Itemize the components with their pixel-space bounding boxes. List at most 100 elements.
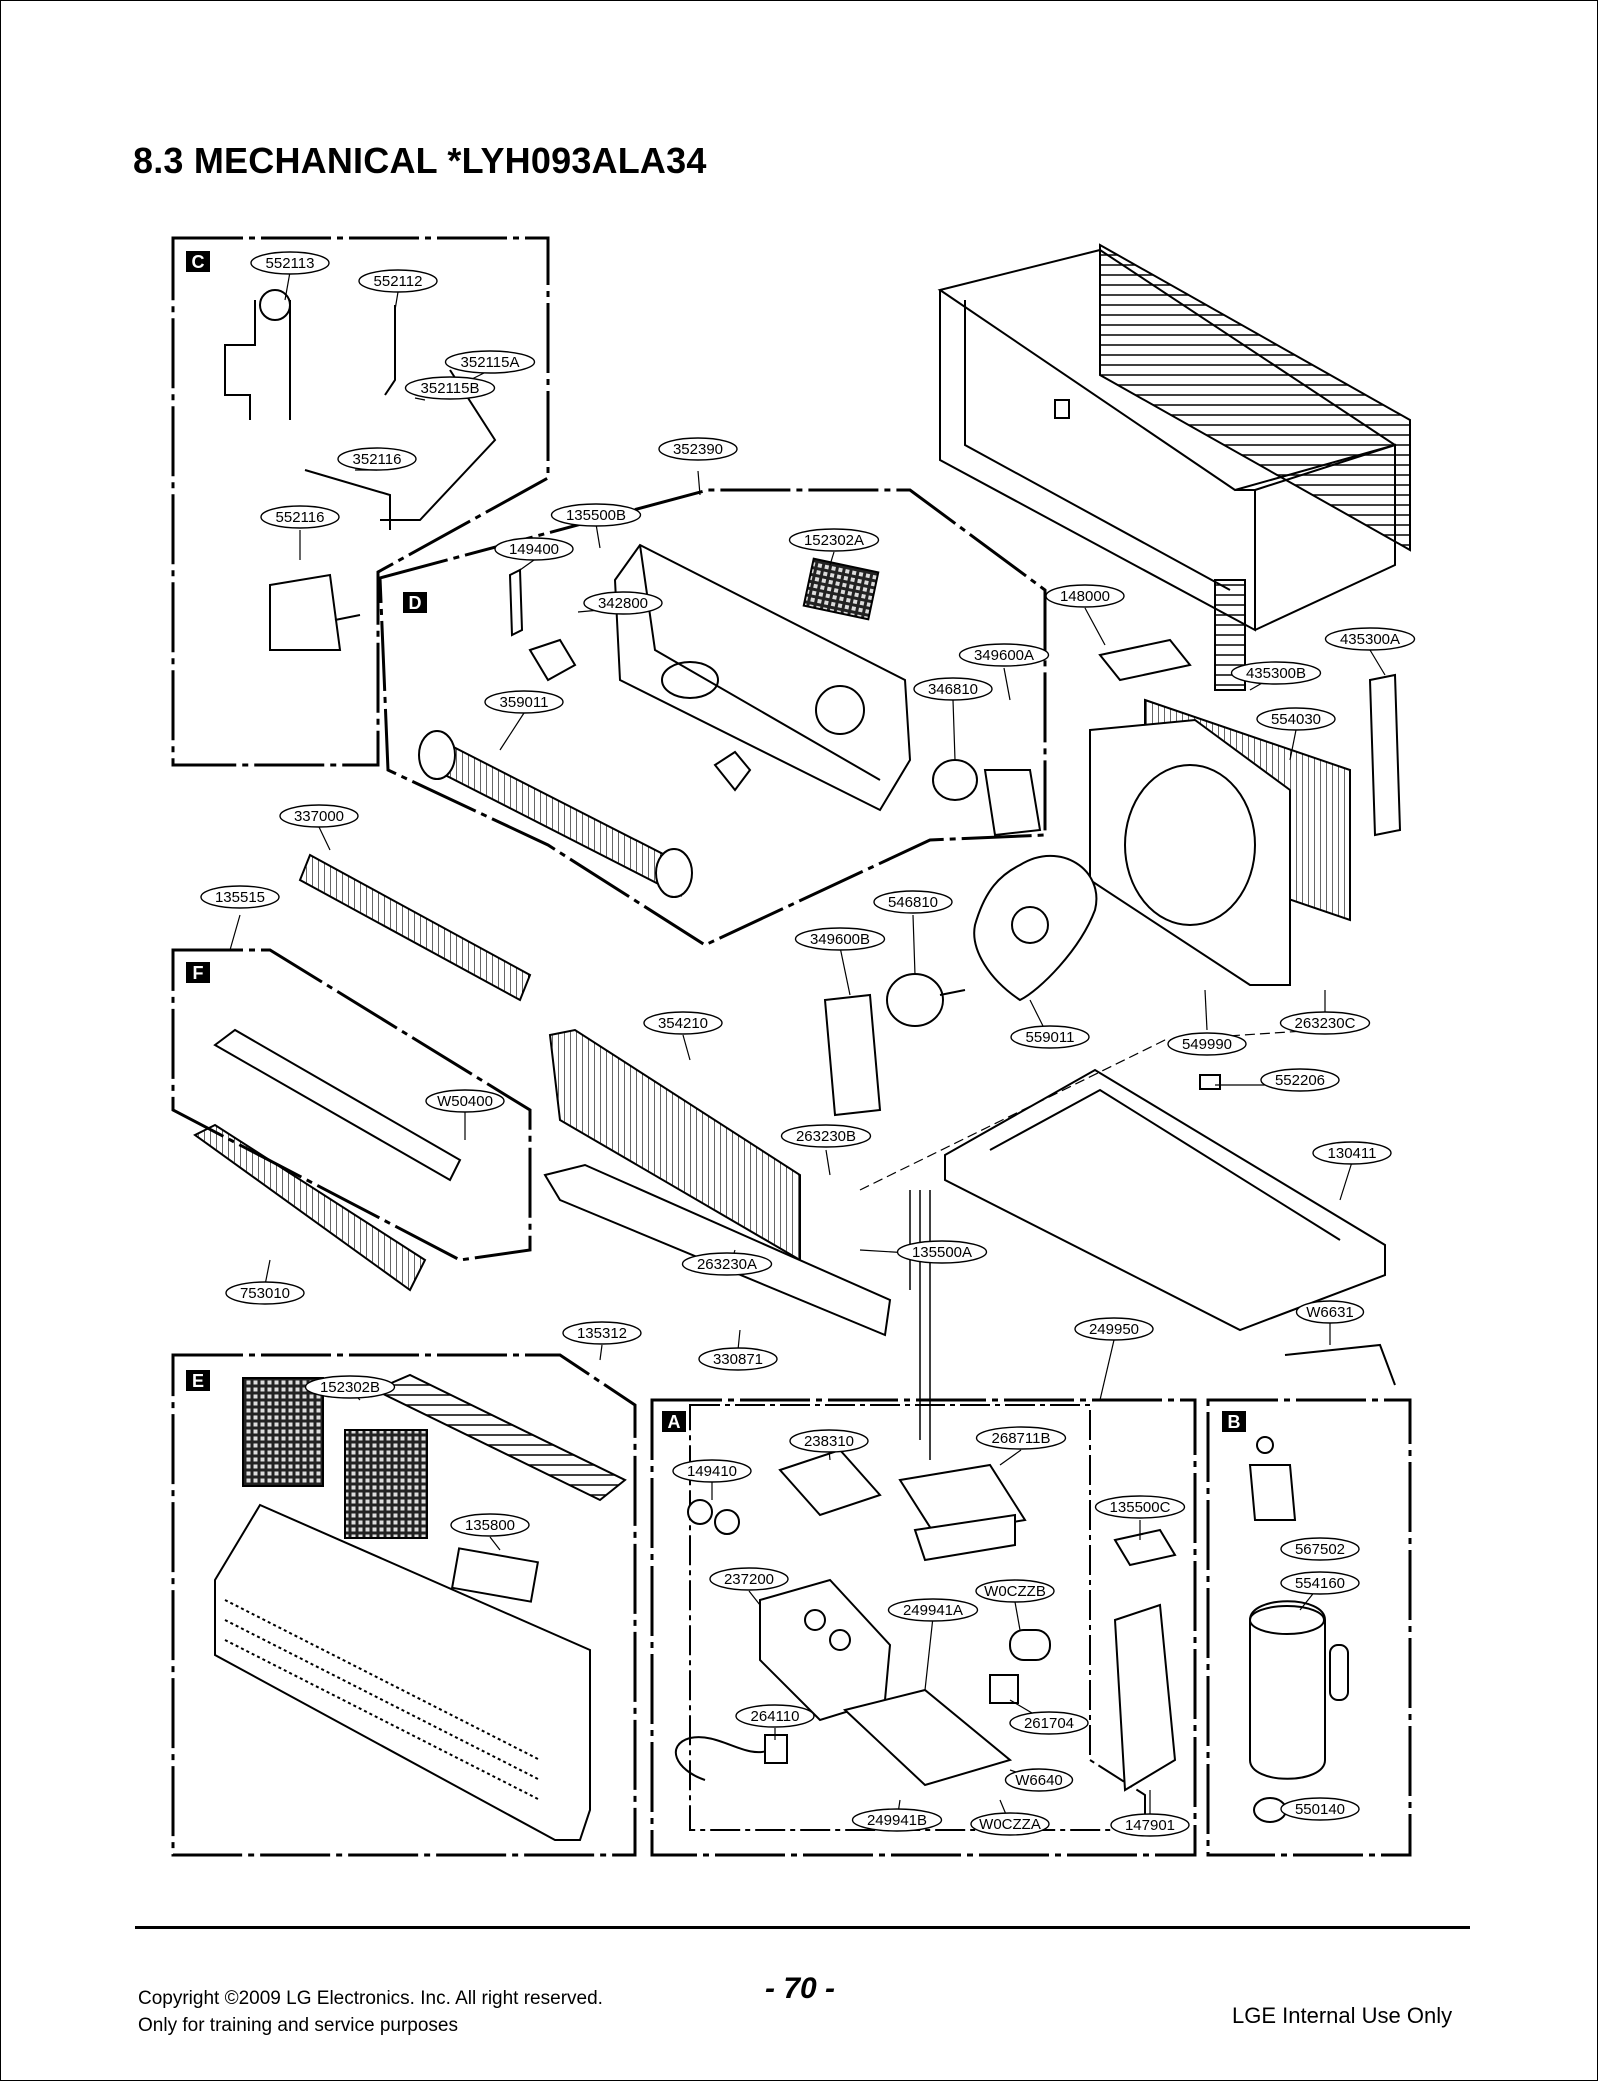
part-callout-label: 130411 xyxy=(1328,1145,1377,1162)
frame-section-c xyxy=(171,236,550,767)
part-callout-330871: 330871 xyxy=(698,1347,778,1371)
part-callout-263230b: 263230B xyxy=(780,1124,872,1148)
part-callout-label: 346810 xyxy=(928,681,978,698)
part-callout-label: 349600B xyxy=(810,931,870,948)
part-callout-552112: 552112 xyxy=(358,269,438,293)
internal-use-text: LGE Internal Use Only xyxy=(1232,2003,1453,2028)
frame-section-e xyxy=(171,1353,637,1857)
part-callout-label: 330871 xyxy=(713,1351,763,1368)
part-callout-554030: 554030 xyxy=(1256,707,1336,731)
part-callout-237200: 237200 xyxy=(709,1567,789,1591)
part-callout-label: W50400 xyxy=(437,1093,493,1110)
part-callout-label: 552116 xyxy=(276,509,325,526)
part-callout-249950: 249950 xyxy=(1074,1317,1154,1341)
part-callout-label: 567502 xyxy=(1295,1541,1345,1558)
part-callout-label: W6640 xyxy=(1015,1772,1063,1789)
part-callout-546810: 546810 xyxy=(873,890,953,914)
part-callout-w6631: W6631 xyxy=(1295,1300,1365,1324)
cross-flow-fan-drawing xyxy=(418,730,693,898)
svg-text:B: B xyxy=(1228,1412,1241,1432)
part-callout-263230a: 263230A xyxy=(681,1252,773,1276)
part-callout-label: 261704 xyxy=(1024,1715,1074,1732)
part-callout-249941a: 249941A xyxy=(887,1598,979,1622)
part-callout-label: 337000 xyxy=(294,808,344,825)
section-badge-e: E xyxy=(186,1370,210,1391)
part-callout-label: 359011 xyxy=(500,694,549,711)
part-callout-label: 552112 xyxy=(374,273,423,290)
part-callout-w0czza: W0CZZA xyxy=(970,1812,1050,1836)
part-callout-label: 249941A xyxy=(903,1602,963,1619)
part-callout-label: 152302A xyxy=(804,532,864,549)
filter-left-drawing xyxy=(242,1377,324,1487)
part-callout-559011: 559011 xyxy=(1010,1025,1090,1049)
part-callout-label: 554160 xyxy=(1295,1575,1345,1592)
compressor-drawing xyxy=(1249,1600,1349,1780)
part-callout-label: 249941B xyxy=(867,1812,927,1829)
part-callout-label: 342800 xyxy=(598,595,648,612)
part-callout-label: 352115A xyxy=(461,354,520,371)
part-callout-label: 149410 xyxy=(687,1463,737,1480)
part-callout-label: 549990 xyxy=(1182,1036,1232,1053)
part-callout-label: 264110 xyxy=(751,1708,800,1725)
part-callout-130411: 130411 xyxy=(1312,1141,1392,1165)
front-cover-drawing xyxy=(214,1503,591,1841)
copyright-text: Copyright ©2009 LG Electronics. Inc. All… xyxy=(138,1988,603,2009)
part-callout-435300a: 435300A xyxy=(1324,627,1416,651)
base-pan-drawing xyxy=(944,1068,1386,1332)
part-callout-264110: 264110 xyxy=(735,1704,815,1728)
page-title: 8.3 MECHANICAL *LYH093ALA34 xyxy=(133,140,707,181)
part-callout-label: W0CZZB xyxy=(984,1583,1046,1600)
filter-right-drawing xyxy=(344,1429,428,1539)
part-callout-label: W6631 xyxy=(1306,1304,1354,1321)
footer-rule xyxy=(135,1926,1470,1929)
part-callout-label: 237200 xyxy=(724,1571,774,1588)
part-callout-359011: 359011 xyxy=(484,690,564,714)
part-callout-label: 550140 xyxy=(1295,1801,1345,1818)
footer-left: Copyright ©2009 LG Electronics. Inc. All… xyxy=(138,1985,603,2039)
part-callout-354210: 354210 xyxy=(643,1011,723,1035)
part-callout-149400: 149400 xyxy=(494,537,574,561)
part-callout-135500b: 135500B xyxy=(550,503,642,527)
part-callout-label: 249950 xyxy=(1089,1321,1139,1338)
frame-section-f xyxy=(171,948,532,1262)
part-callout-552206: 552206 xyxy=(1260,1068,1340,1092)
frame-section-a xyxy=(650,1398,1197,1857)
part-callout-261704: 261704 xyxy=(1009,1711,1089,1735)
svg-text:D: D xyxy=(409,593,422,613)
part-callout-label: 148000 xyxy=(1060,588,1110,605)
fan-motor-d-drawing xyxy=(932,759,1042,837)
section-badge-d: D xyxy=(403,592,427,613)
frame-section-d xyxy=(378,488,1047,947)
part-callout-352115b: 352115B xyxy=(404,376,496,400)
part-callout-147901: 147901 xyxy=(1110,1813,1190,1837)
part-callout-label: 552206 xyxy=(1275,1072,1325,1089)
frame-section-b xyxy=(1206,1398,1412,1857)
part-callout-349600a: 349600A xyxy=(958,643,1050,667)
section-badge-a: A xyxy=(662,1411,686,1432)
part-callout-label: 552113 xyxy=(266,255,315,272)
part-callout-label: 435300B xyxy=(1246,665,1306,682)
part-callout-554160: 554160 xyxy=(1280,1571,1360,1595)
part-callout-263230c: 263230C xyxy=(1279,1011,1371,1035)
part-callout-label: 135500A xyxy=(912,1244,972,1261)
section-frames xyxy=(171,236,1412,1857)
part-callout-label: 149400 xyxy=(509,541,559,558)
part-callout-346810: 346810 xyxy=(913,677,993,701)
part-callout-148000: 148000 xyxy=(1045,584,1125,608)
part-callout-337000: 337000 xyxy=(279,804,359,828)
part-callout-label: 753010 xyxy=(240,1285,290,1302)
part-callout-135312: 135312 xyxy=(562,1321,642,1345)
section-badges: C D F E A B xyxy=(186,251,1246,1432)
part-callout-238310: 238310 xyxy=(789,1429,869,1453)
outdoor-motor-drawing xyxy=(886,973,966,1027)
part-drawings xyxy=(193,243,1411,1841)
part-callout-label: 238310 xyxy=(804,1433,854,1450)
part-callout-552116: 552116 xyxy=(260,505,340,529)
part-callout-149410: 149410 xyxy=(672,1459,752,1483)
part-callout-249941b: 249941B xyxy=(851,1808,943,1832)
part-callout-label: 135500B xyxy=(566,507,626,524)
blower-housing-drawing xyxy=(613,543,912,812)
part-callout-435300b: 435300B xyxy=(1230,661,1322,685)
